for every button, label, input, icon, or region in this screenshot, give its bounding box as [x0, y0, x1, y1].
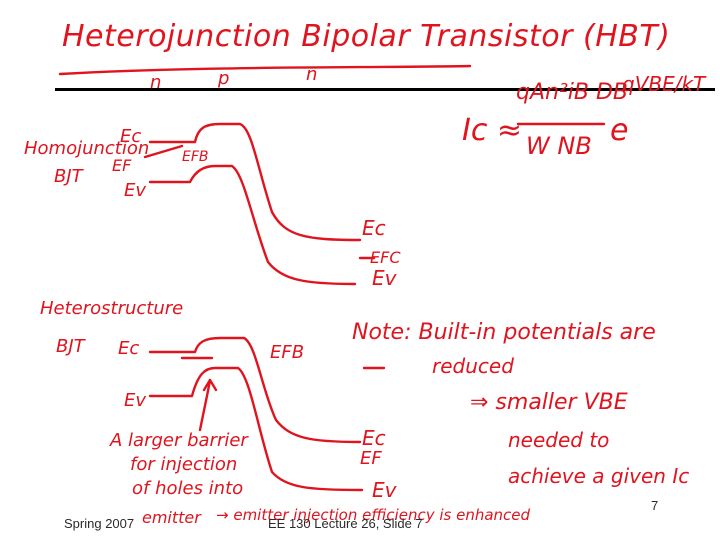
heterostructure-ef-right-label: EF: [360, 448, 382, 469]
homojunction-ev-right-label: Ev: [372, 266, 397, 290]
barrier-note-line-4: emitter: [142, 508, 201, 527]
horizontal-divider: [55, 88, 715, 91]
heterostructure-ev-right-label: Ev: [372, 478, 397, 502]
footer-date: Spring 2007: [64, 516, 135, 531]
emitter-region-label: n: [150, 72, 162, 93]
homojunction-label: Homojunction: [24, 138, 150, 159]
equation-exponent: qVBE/kT: [622, 72, 706, 96]
homojunction-efb-label: EFB: [182, 149, 209, 165]
note-line-1: Note: Built-in potentials are: [352, 320, 656, 345]
homojunction-bjt-label: BJT: [54, 166, 83, 187]
homojunction-efc-label: EFC: [370, 248, 401, 267]
homojunction-ec-label: Ec: [120, 126, 142, 147]
equation-numerator: qAn²iB DB: [516, 80, 629, 105]
homojunction-ec-right-label: Ec: [362, 216, 386, 240]
homojunction-ef-label: EF: [112, 156, 132, 175]
heterostructure-efb-label: EFB: [270, 342, 305, 363]
heterostructure-ev-label: Ev: [124, 390, 147, 411]
heterostructure-label: Heterostructure: [40, 298, 184, 319]
efficiency-note: → emitter injection efficiency is enhanc…: [216, 506, 531, 524]
collector-region-label: n: [306, 64, 318, 85]
heterostructure-ec-label: Ec: [118, 338, 140, 359]
equation-denominator: W NB: [526, 132, 592, 160]
note-line-4: needed to: [508, 428, 610, 452]
heterostructure-ec-right-label: Ec: [362, 426, 386, 450]
note-line-2: reduced: [432, 354, 514, 378]
slide-title: Heterojunction Bipolar Transistor (HBT): [62, 19, 671, 54]
base-region-label: p: [218, 68, 230, 89]
note-line-3: ⇒ smaller VBE: [470, 390, 628, 415]
equation-lhs: Ic ≈: [462, 113, 523, 148]
note-line-5: achieve a given Ic: [508, 464, 690, 488]
footer-course: EE 130 Lecture 26, Slide 7: [268, 516, 423, 531]
heterostructure-bjt-label: BJT: [56, 336, 85, 357]
footer-page-number: 7: [651, 498, 659, 513]
barrier-note-line-1: A larger barrier: [110, 430, 248, 451]
barrier-note-line-2: for injection: [130, 454, 238, 475]
equation-exponential: e: [610, 113, 629, 148]
barrier-note-line-3: of holes into: [132, 478, 244, 499]
homojunction-ev-label: Ev: [124, 180, 147, 201]
